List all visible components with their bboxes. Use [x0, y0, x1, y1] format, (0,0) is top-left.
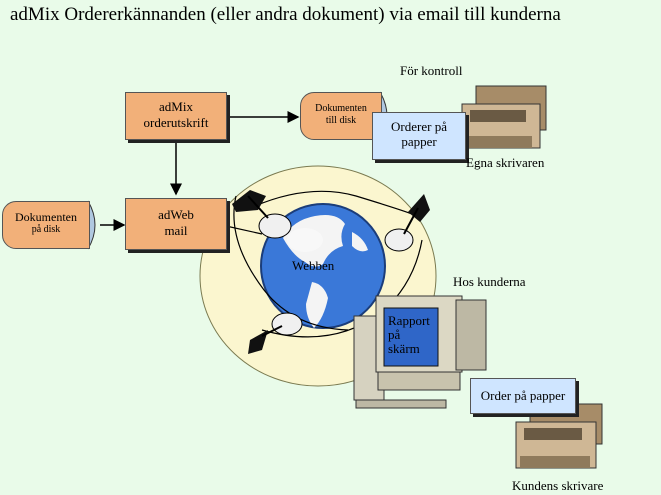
node-label: Order på papper: [480, 388, 566, 403]
node-label: Dokumenten: [15, 210, 77, 224]
label-for-kontroll: För kontroll: [400, 63, 463, 78]
node-label: skärm: [388, 341, 420, 356]
network-orbit: [233, 195, 349, 331]
printer-icon: [461, 85, 547, 149]
disk-top-node: Dokumenten till disk: [300, 92, 382, 140]
node-label: papper: [401, 134, 437, 149]
computer-icon: [353, 295, 487, 409]
label-kundens-skrivare: Kundens skrivare: [512, 478, 604, 493]
hand-mouse-icon: [232, 190, 292, 239]
node-label: på disk: [31, 224, 61, 235]
hand-mouse-icon: [384, 194, 430, 252]
node-label: adMix: [159, 99, 193, 114]
label-webben: Webben: [292, 258, 335, 273]
admix-print-node: adMix orderutskrift: [125, 92, 227, 140]
customer-paper-node: Order på papper: [470, 378, 576, 414]
disk-left-node: Dokumenten på disk: [2, 201, 90, 249]
hand-mouse-icon: [248, 312, 303, 354]
node-label: adWeb: [158, 207, 194, 222]
node-label: Rapport: [388, 313, 430, 328]
connector-adweb-to-globe: [225, 225, 263, 235]
node-label: till disk: [325, 115, 357, 126]
label-hos-kunderna: Hos kunderna: [453, 274, 526, 289]
node-label: Dokumenten: [315, 103, 367, 114]
node-label: mail: [164, 223, 188, 238]
globe-icon: [260, 203, 386, 329]
node-label: Orderer på: [391, 119, 447, 134]
screen-report-label: Rapport på skärm: [388, 314, 430, 356]
network-orbit: [245, 190, 413, 215]
page-title: adMix Ordererkännanden (eller andra doku…: [10, 4, 561, 25]
label-egna-skrivaren: Egna skrivaren: [466, 155, 545, 170]
node-label: orderutskrift: [143, 115, 209, 130]
orders-paper-node: Orderer på papper: [372, 112, 466, 160]
adweb-mail-node: adWeb mail: [125, 198, 227, 250]
node-label: på: [388, 327, 401, 342]
